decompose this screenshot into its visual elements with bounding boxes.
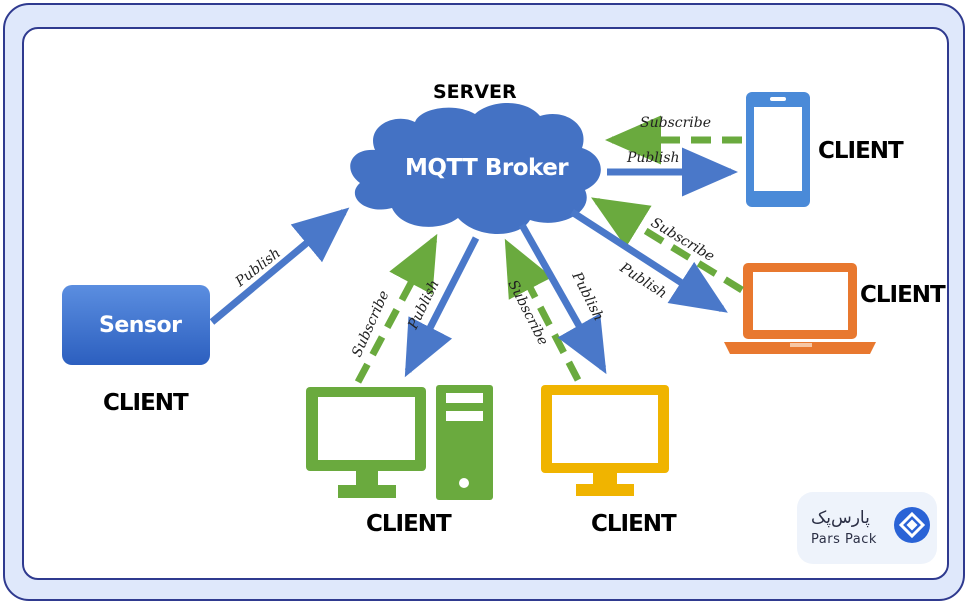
laptop-icon (724, 263, 876, 354)
arrow-monitor-publish (518, 223, 607, 375)
mqtt-broker-cloud: MQTT Broker (350, 103, 601, 234)
sensor-client: Sensor (62, 285, 210, 365)
broker-label: MQTT Broker (405, 155, 569, 181)
arrow-desktop-subscribe (354, 233, 438, 384)
client-label-laptop: CLIENT (860, 282, 946, 308)
sensor-box (62, 285, 210, 365)
arrow-laptop-subscribe (591, 197, 744, 293)
client-label-phone: CLIENT (818, 138, 904, 164)
phone-icon (746, 92, 810, 207)
edge-label-phone-subscribe: Subscribe (640, 115, 711, 131)
client-label-monitor: CLIENT (591, 511, 677, 537)
arrow-laptop-publish (570, 209, 728, 313)
edge-label-phone-publish: Publish (626, 150, 680, 166)
sensor-label: Sensor (99, 313, 182, 338)
server-label: SERVER (433, 81, 517, 103)
client-label-desktop: CLIENT (366, 511, 452, 537)
arrow-desktop-publish (404, 236, 480, 378)
logo-farsi-text: پارس‌پک (811, 508, 870, 528)
parspack-logo-icon (894, 507, 930, 543)
monitor-icon (541, 385, 669, 496)
arrow-sensor-publish (209, 207, 350, 325)
client-label-sensor: CLIENT (103, 390, 189, 416)
desktop-computer-icon (306, 385, 493, 500)
arrow-monitor-subscribe (504, 238, 582, 382)
logo-english-text: Pars Pack (811, 532, 877, 547)
parspack-logo: پارس‌پک Pars Pack (797, 492, 937, 564)
